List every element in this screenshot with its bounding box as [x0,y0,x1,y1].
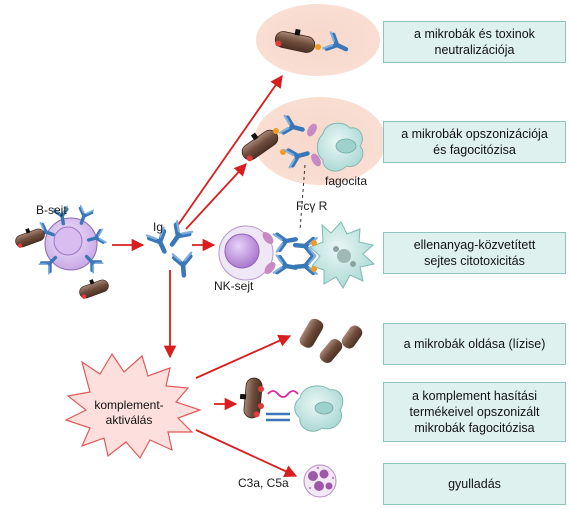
adcc-figure [218,221,376,289]
outcome-box-lysis: a mikrobák oldása (lízise) [383,323,566,365]
pathway-arrows [112,74,298,477]
b-cell-label: B-sejt [36,203,67,217]
outcome-box-inflammation: gyulladás [383,463,566,505]
outcome-text: mikrobák fagocitózisa [414,421,535,435]
lysed-microbes [299,318,363,364]
target-cell-icon [309,221,376,289]
neutrophil-icon [303,464,337,498]
complement-label-line2: aktiválás [105,413,153,427]
outcome-text: a mikrobák és toxinok [414,27,535,41]
neutralization-halo [256,4,380,76]
opsonization-figure [235,116,364,172]
complement-burst-icon [64,352,202,460]
neutralization-figure [273,24,350,57]
nk-cell-label: NK-sejt [214,279,254,293]
arrow-to-neutralization [177,74,283,226]
nk-cell-icon [218,225,276,281]
outcome-box-neutralization: a mikrobák és toxinok neutralizációja [383,21,566,63]
fc-receptor-label: Fcγ R [296,199,328,213]
outcome-text: és fagocitózisa [433,143,516,157]
outcome-text: termékeivel opszonizált [409,405,540,419]
outcome-box-complement-phagocytosis: a komplement hasítási termékeivel opszon… [383,382,566,442]
phagocyte-label: fagocita [325,174,368,188]
c3a-c5a-label: C3a, C5a [238,476,289,490]
complement-label-line1: komplement- [94,398,164,412]
outcome-text: neutralizációja [434,43,515,57]
outcome-text: gyulladás [448,477,501,491]
arrow-to-lysis [195,334,292,379]
outcome-text: a mikrobák oldása (lízise) [403,337,546,351]
fc-receptor-link [299,164,306,231]
outcome-box-opsonization: a mikrobák opszonizációja és fagocitózis… [383,121,566,163]
arrow-to-inflammation [195,429,298,477]
outcome-text: sejtes citotoxicitás [424,254,525,268]
complement-activation-label: komplement- aktiválás [74,398,184,428]
outcome-box-adcc: ellenanyag-közvetített sejtes citotoxici… [383,232,566,274]
arrow-to-opsonization [185,163,247,230]
outcome-text: ellenanyag-közvetített [413,238,536,252]
complement-opsonization-figure [237,376,344,432]
outcome-text: a komplement hasítási [411,389,538,403]
ig-label: Ig [153,220,164,234]
outcome-text: a mikrobák opszonizációja [401,127,548,141]
b-cell-icon [33,203,108,276]
